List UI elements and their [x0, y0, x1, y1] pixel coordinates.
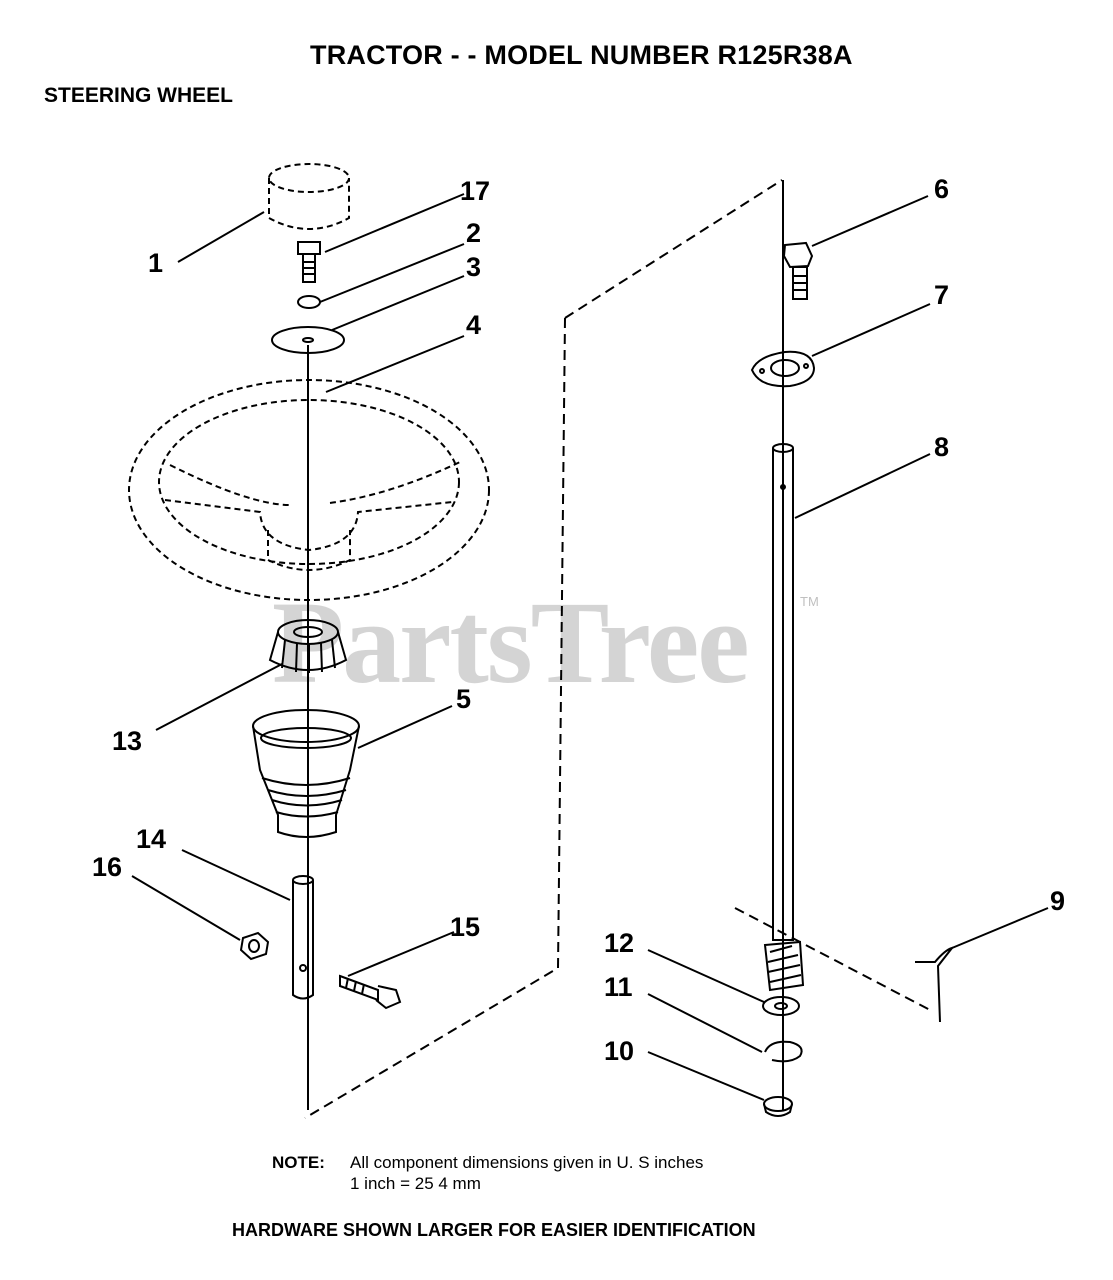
- callout-2: 2: [466, 218, 481, 248]
- part-11-retaining-ring: [764, 1040, 803, 1063]
- part-1-cap: [268, 163, 350, 230]
- part-2-lock-washer: [297, 295, 321, 309]
- callout-7: 7: [934, 280, 949, 310]
- note-label: NOTE:: [272, 1153, 325, 1172]
- callout-1: 1: [148, 248, 163, 278]
- dashed-frame: [564, 179, 783, 319]
- callout-labels: 1 2 3 4 5 6 7 8 9 10 11 12 13 14 15 16 1…: [92, 174, 1065, 1066]
- part-6-bolt: [782, 241, 814, 300]
- hardware-footer-note: HARDWARE SHOWN LARGER FOR EASIER IDENTIF…: [232, 1220, 756, 1240]
- note-line-2: 1 inch = 25 4 mm: [350, 1174, 481, 1193]
- callout-4: 4: [466, 310, 481, 340]
- callout-15: 15: [450, 912, 480, 942]
- watermark-trademark: TM: [800, 594, 819, 609]
- part-14-upper-shaft: [292, 875, 314, 1000]
- part-9-bracket: [915, 946, 955, 1023]
- callout-9: 9: [1050, 886, 1065, 916]
- pinion-gear: [763, 940, 805, 992]
- part-3-flat-washer: [271, 326, 345, 354]
- callout-8: 8: [934, 432, 949, 462]
- callout-17: 17: [460, 176, 490, 206]
- callout-6: 6: [934, 174, 949, 204]
- part-15-bolt: [339, 974, 402, 1010]
- part-8-steering-shaft: [772, 443, 794, 941]
- callout-13: 13: [112, 726, 142, 756]
- callout-12: 12: [604, 928, 634, 958]
- section-title: STEERING WHEEL: [44, 84, 234, 107]
- callout-3: 3: [466, 252, 481, 282]
- callout-10: 10: [604, 1036, 634, 1066]
- callout-11: 11: [604, 972, 633, 1002]
- leader-lines: [131, 193, 1049, 1101]
- part-16-nut: [239, 931, 270, 961]
- part-9-frame-line: [734, 907, 931, 1011]
- callout-16: 16: [92, 852, 122, 882]
- page-title: TRACTOR - - MODEL NUMBER R125R38A: [310, 40, 853, 70]
- dimension-note: NOTE: All component dimensions given in U…: [272, 1152, 703, 1194]
- part-12-washer: [762, 996, 800, 1016]
- callout-14: 14: [136, 824, 166, 854]
- part-4-steering-wheel: [128, 379, 490, 601]
- part-13-hub-adapter: [268, 619, 348, 673]
- part-5-steering-boot: [252, 709, 360, 838]
- watermark: PartsTree: [272, 577, 750, 708]
- callout-5: 5: [456, 684, 471, 714]
- part-10-bushing: [763, 1096, 793, 1117]
- dashed-frame-left: [304, 317, 566, 1119]
- part-7-flange-bearing: [750, 350, 816, 388]
- note-line-1: All component dimensions given in U. S i…: [350, 1153, 704, 1172]
- part-17-bolt: [297, 241, 321, 283]
